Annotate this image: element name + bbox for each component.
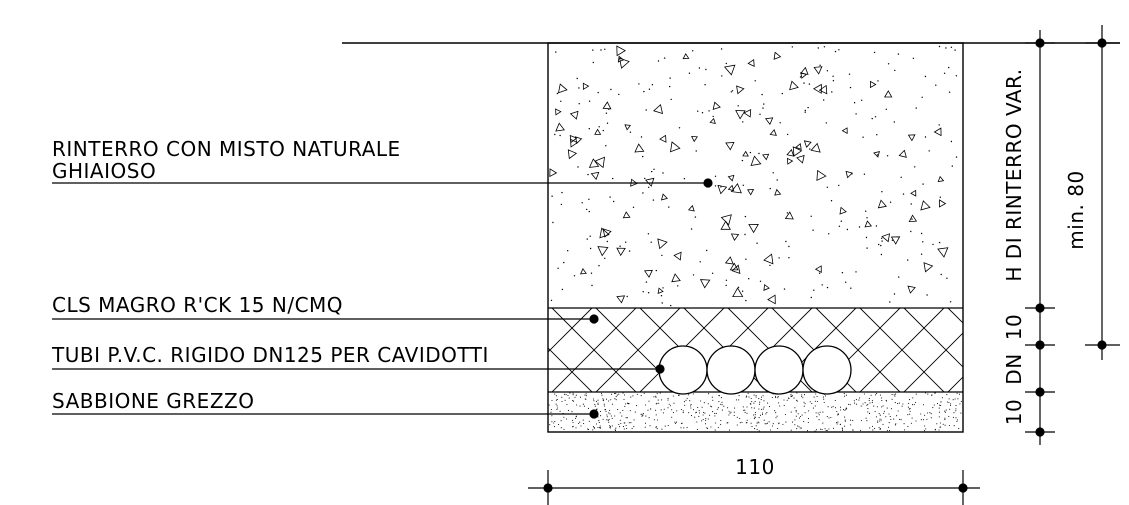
min-depth-label: min. 80: [1064, 170, 1088, 249]
label-sand: SABBIONE GREZZO: [52, 389, 254, 413]
leader-concrete-dot: [589, 314, 599, 324]
pipe-2: [706, 345, 756, 395]
leader-pipes-dot: [655, 364, 665, 374]
pipe-4: [802, 345, 852, 395]
depth-dot-sand: [1035, 387, 1045, 397]
width-dimension: [528, 470, 980, 505]
width-tick-left: [543, 483, 553, 493]
leader-backfill-dot: [703, 178, 713, 188]
label-backfill-line1: RINTERRO CON MISTO NATURALE: [52, 137, 401, 161]
width-tick-right: [958, 483, 968, 493]
pipe-layer-label: DN: [1002, 353, 1026, 384]
depth-dimension-chain: [1025, 30, 1055, 445]
depth-dot-bottom: [1035, 427, 1045, 437]
min-depth-dot-top: [1097, 38, 1107, 48]
width-dimension-label: 110: [735, 455, 775, 479]
label-concrete: CLS MAGRO R'CK 15 N/CMQ: [52, 293, 343, 317]
sand-dot-pattern: [548, 392, 962, 432]
trench-outline: [547, 42, 964, 433]
depth-dot-pipes: [1035, 340, 1045, 350]
backfill-height-label: H DI RINTERRO VAR.: [1002, 68, 1026, 281]
depth-dot-top: [1035, 38, 1045, 48]
label-leaders: [52, 178, 713, 419]
leader-sand-dot: [589, 409, 599, 419]
label-backfill-line2: GHIAIOSO: [52, 159, 156, 183]
pipe-3: [754, 345, 804, 395]
pvc-pipes: [658, 345, 852, 395]
backfill-gravel-pattern: [549, 45, 958, 307]
depth-dot-concrete: [1035, 303, 1045, 313]
pipe-1: [658, 345, 708, 395]
min-depth-dot-bottom: [1097, 340, 1107, 350]
sand-thickness-label: 10: [1002, 399, 1026, 425]
concrete-thickness-label: 10: [1002, 314, 1026, 340]
min-depth-dimension: [1085, 25, 1120, 360]
label-pipes: TUBI P.V.C. RIGIDO DN125 PER CAVIDOTTI: [51, 343, 489, 367]
